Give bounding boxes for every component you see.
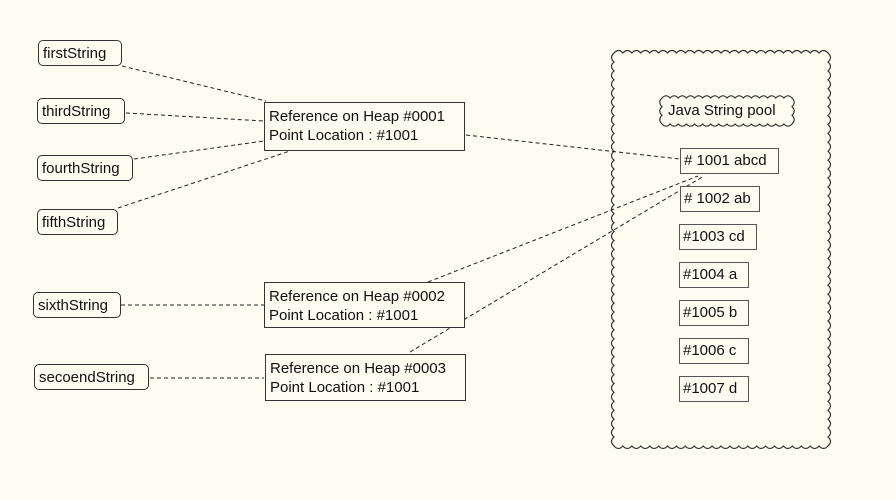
pool-entry-1001: # 1001 abcd bbox=[680, 148, 779, 174]
pool-title: Java String pool bbox=[668, 102, 776, 119]
heap-reference-0003: Reference on Heap #0003 Point Location :… bbox=[265, 354, 466, 401]
var-fourthString: fourthString bbox=[37, 155, 133, 181]
point-location-label: Point Location : #1001 bbox=[270, 379, 420, 396]
link-fifth-to-ref1 bbox=[117, 150, 291, 209]
var-secoendString: secoendString bbox=[34, 364, 149, 390]
link-ref1-to-1001 bbox=[465, 134, 681, 160]
heap-reference-0002: Reference on Heap #0002 Point Location :… bbox=[264, 282, 465, 328]
pool-title-cloud bbox=[659, 95, 795, 127]
heap-ref-label: Reference on Heap #0003 bbox=[270, 360, 446, 377]
var-thirdString: thirdString bbox=[37, 98, 125, 124]
pool-entry-1003: #1003 cd bbox=[679, 224, 757, 250]
point-location-label: Point Location : #1001 bbox=[269, 307, 419, 324]
string-pool-cloud bbox=[610, 49, 832, 450]
link-first-to-ref1 bbox=[121, 65, 267, 102]
point-location-label: Point Location : #1001 bbox=[269, 127, 419, 144]
var-sixthString: sixthString bbox=[33, 292, 121, 318]
pool-entry-1005: #1005 b bbox=[679, 300, 749, 326]
heap-reference-0001: Reference on Heap #0001 Point Location :… bbox=[264, 102, 465, 151]
heap-ref-label: Reference on Heap #0001 bbox=[269, 108, 445, 125]
var-firstString: firstString bbox=[38, 40, 122, 66]
link-third-to-ref1 bbox=[125, 112, 265, 122]
link-ref2-to-1001 bbox=[427, 175, 699, 283]
heap-ref-label: Reference on Heap #0002 bbox=[269, 288, 445, 305]
pool-entry-1007: #1007 d bbox=[679, 376, 749, 402]
link-fourth-to-ref1 bbox=[133, 140, 265, 160]
var-fifthString: fifthString bbox=[37, 209, 118, 235]
pool-entry-1002: # 1002 ab bbox=[680, 186, 760, 212]
pool-entry-1004: #1004 a bbox=[679, 262, 749, 288]
pool-entry-1006: #1006 c bbox=[679, 338, 749, 364]
